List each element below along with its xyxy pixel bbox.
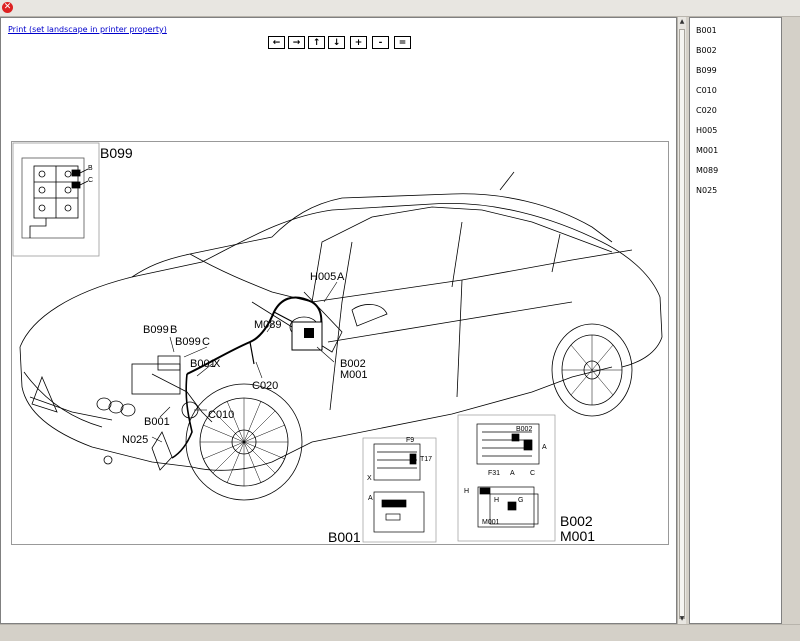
print-link[interactable]: Print (set landscape in printer property… (8, 25, 167, 34)
callout-m001[interactable]: M001 (340, 369, 368, 381)
component-item-m001[interactable]: M001 (696, 146, 719, 155)
component-list-pane: B001 B002 B099 C010 C020 H005 M001 M089 … (689, 17, 782, 624)
status-bar (0, 624, 800, 641)
label-b099-pin-b: B (88, 165, 93, 172)
battery-shape (131, 363, 181, 395)
label-b002-c: C (530, 470, 535, 477)
component-item-b002[interactable]: B002 (696, 46, 717, 55)
callout-m089[interactable]: M089 (254, 319, 282, 331)
label-b002-h2: H (494, 497, 499, 504)
label-b002-b002: B002 (516, 426, 532, 433)
pane-splitter[interactable] (686, 17, 689, 624)
label-b001-a: A (368, 495, 373, 502)
label-b099-title: B099 (100, 145, 133, 161)
callout-b001[interactable]: B001 (144, 416, 170, 428)
car-drawing: B099 B C H005 A M089 B099 B B099 C B001 … (12, 142, 663, 544)
component-item-b001[interactable]: B001 (696, 26, 717, 35)
up-button[interactable]: ↑ (308, 36, 325, 49)
inset-b099-frame (12, 142, 100, 257)
component-item-c010[interactable]: C010 (696, 86, 717, 95)
component-item-b099[interactable]: B099 (696, 66, 717, 75)
scroll-up-icon[interactable]: ▲ (679, 18, 685, 25)
wiring-diagram: B099 B C H005 A M089 B099 B B099 C B001 … (11, 141, 669, 545)
label-b001-f9: F9 (406, 437, 414, 444)
label-b001-title: B001 (328, 529, 361, 544)
scroll-thumb[interactable] (679, 29, 685, 619)
label-b001-t17: T17 (420, 456, 432, 463)
callout-h005-pin[interactable]: A (337, 271, 345, 283)
label-b099-pin-c: C (88, 177, 93, 184)
label-b002-h1: H (464, 488, 469, 495)
scroll-down-icon[interactable]: ▼ (679, 615, 685, 622)
close-icon[interactable]: ✕ (2, 2, 13, 13)
callout-n025[interactable]: N025 (122, 434, 148, 446)
inset-b001-frame (362, 437, 437, 543)
zoom-out-button[interactable]: - (372, 36, 389, 49)
callout-b099-c[interactable]: B099 (175, 336, 201, 348)
prev-button[interactable]: ← (268, 36, 285, 49)
label-b001-x: X (367, 475, 372, 482)
callout-b099-b[interactable]: B099 (143, 324, 169, 336)
component-item-c020[interactable]: C020 (696, 106, 717, 115)
callout-b002[interactable]: B002 (340, 358, 366, 370)
callout-b099-b-pin[interactable]: B (170, 324, 177, 336)
window-titlebar: ✕ (0, 0, 800, 17)
vertical-scrollbar[interactable]: ▲ ▼ (677, 17, 686, 624)
label-b002-f31: F31 (488, 470, 500, 477)
label-b002-g: G (518, 497, 523, 504)
down-button[interactable]: ↓ (328, 36, 345, 49)
callout-h005[interactable]: H005 (310, 271, 336, 283)
callout-b001-x-pin[interactable]: X (213, 358, 221, 370)
callout-c020[interactable]: C020 (252, 380, 278, 392)
label-b002-a2: A (510, 470, 515, 477)
component-item-m089[interactable]: M089 (696, 166, 719, 175)
callout-c010[interactable]: C010 (208, 409, 234, 421)
inset-b002-frame (457, 414, 556, 542)
label-b002-title1: B002 (560, 513, 593, 529)
component-item-n025[interactable]: N025 (696, 186, 718, 195)
next-button[interactable]: → (288, 36, 305, 49)
zoom-in-button[interactable]: + (350, 36, 367, 49)
label-b002-title2: M001 (560, 528, 595, 544)
fit-button[interactable]: = (394, 36, 411, 49)
label-b002-m001: M001 (482, 519, 500, 526)
callout-b099-c-pin[interactable]: C (202, 336, 210, 348)
callout-b001-x[interactable]: B001 (190, 358, 216, 370)
label-b002-a1: A (542, 444, 547, 451)
component-item-h005[interactable]: H005 (696, 126, 718, 135)
